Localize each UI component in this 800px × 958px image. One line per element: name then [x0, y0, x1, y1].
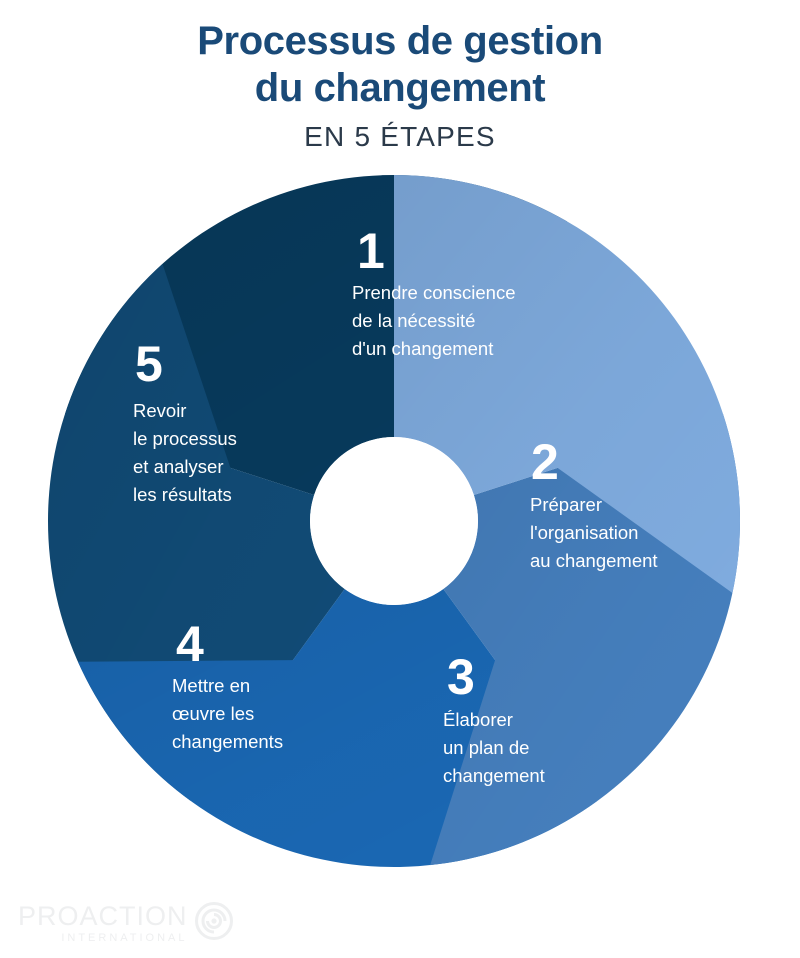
segment-number-4: 4: [176, 616, 204, 672]
wheel-segment-shade: [394, 175, 741, 593]
segment-4-line-3: changements: [172, 731, 283, 752]
wheel-segment-3[interactable]: [77, 588, 598, 867]
wheel-segment-5[interactable]: [64, 175, 568, 496]
segment-4-line-2: œuvre les: [172, 703, 254, 724]
wheel-segments: [47, 175, 741, 867]
segment-3-line-1: Élaborer: [443, 709, 513, 730]
page-subtitle: EN 5 ÉTAPES: [304, 120, 496, 152]
wheel-segment-shade: [47, 263, 345, 801]
circle-spiral-icon: [194, 901, 233, 945]
segment-number-1: 1: [357, 223, 385, 279]
segment-2-line-1: Préparer: [530, 494, 602, 515]
logo-wordmark: PROACTION: [18, 900, 188, 931]
segment-5-line-2: le processus: [133, 428, 237, 449]
segment-2-line-3: au changement: [530, 550, 658, 571]
segment-number-5: 5: [135, 336, 163, 392]
wheel-hub: [310, 437, 478, 605]
wheel-segment-4[interactable]: [47, 263, 345, 801]
logo-tagline: INTERNATIONAL: [61, 931, 188, 944]
segment-5-line-4: les résultats: [133, 484, 232, 505]
wheel-segment-shade: [64, 175, 568, 496]
segment-number-2: 2: [531, 434, 559, 490]
segment-5-line-1: Revoir: [133, 400, 186, 421]
segment-1-line-1: Prendre conscience: [352, 282, 516, 303]
logo-text-block: PROACTION INTERNATIONAL: [18, 900, 188, 944]
wheel-segment-2[interactable]: [430, 414, 741, 866]
header: Processus de gestion du changement EN 5 …: [0, 0, 800, 153]
segment-4-line-1: Mettre en: [172, 675, 250, 696]
page-title: Processus de gestion du changement: [197, 19, 603, 110]
brand-logo: PROACTION INTERNATIONAL: [18, 900, 233, 946]
wheel-segment-1[interactable]: [394, 175, 741, 593]
segment-2-line-2: l'organisation: [530, 522, 638, 543]
segment-5-line-3: et analyser: [133, 456, 224, 477]
segment-1-line-3: d'un changement: [352, 338, 493, 359]
wheel-segment-shade: [430, 414, 741, 866]
wheel-segment-shade: [77, 588, 598, 867]
segment-number-3: 3: [447, 649, 475, 705]
segment-1-line-2: de la nécessité: [352, 310, 475, 331]
segment-3-line-3: changement: [443, 765, 545, 786]
segment-3-line-2: un plan de: [443, 737, 529, 758]
